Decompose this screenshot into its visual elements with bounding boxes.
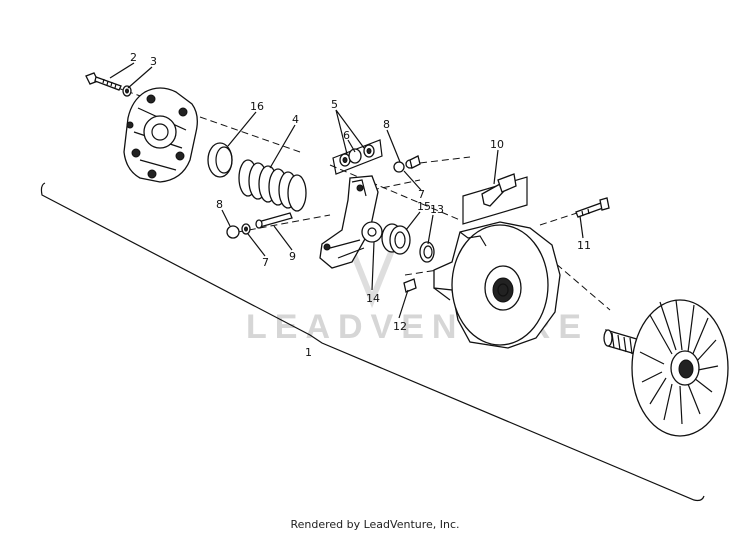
callout-12: 12 bbox=[393, 320, 407, 333]
cap-part-8-right bbox=[393, 155, 421, 173]
callout-5: 5 bbox=[331, 98, 338, 111]
end-cover-plate bbox=[123, 87, 198, 183]
callout-6: 6 bbox=[343, 129, 350, 142]
assembly-bracket bbox=[40, 182, 705, 502]
weight-part-10 bbox=[462, 173, 528, 225]
callout-9: 9 bbox=[289, 250, 296, 263]
footer-credit: Rendered by LeadVenture, Inc. bbox=[290, 518, 460, 531]
leader-lines bbox=[109, 62, 584, 319]
pin-part-9 bbox=[255, 212, 293, 229]
callout-8-left: 8 bbox=[216, 198, 223, 211]
movable-sheave bbox=[433, 221, 561, 349]
callout-16: 16 bbox=[250, 100, 264, 113]
cap-part-8-left bbox=[226, 223, 251, 239]
center-axis-line bbox=[94, 79, 611, 311]
callout-14: 14 bbox=[366, 292, 380, 305]
callout-3: 3 bbox=[150, 55, 157, 68]
callout-4: 4 bbox=[292, 113, 299, 126]
bolt-part-11 bbox=[575, 197, 610, 218]
callout-2: 2 bbox=[130, 51, 137, 64]
callout-13: 13 bbox=[430, 203, 444, 216]
spring-part-4 bbox=[238, 159, 307, 212]
washer-part-3 bbox=[122, 85, 132, 97]
ring-part-13 bbox=[419, 241, 435, 263]
callout-7-right: 7 bbox=[418, 188, 425, 201]
ring-part-16 bbox=[207, 142, 233, 178]
side-axis-line bbox=[404, 211, 581, 276]
bushing-part-15 bbox=[381, 223, 411, 255]
callout-11: 11 bbox=[577, 239, 591, 252]
callout-labels: 2 3 16 4 5 6 8 7 8 7 9 10 15 13 11 14 12… bbox=[130, 51, 591, 359]
screw-part-12 bbox=[403, 278, 417, 293]
callout-15: 15 bbox=[417, 200, 431, 213]
callout-7-left: 7 bbox=[262, 256, 269, 269]
bolt-part-2 bbox=[85, 72, 122, 91]
fixed-sheave-with-shaft bbox=[603, 299, 729, 437]
pin-axis-line bbox=[237, 156, 471, 233]
callout-8-right: 8 bbox=[383, 118, 390, 131]
callout-1: 1 bbox=[305, 346, 312, 359]
spider-arm-part-14 bbox=[319, 175, 383, 269]
roller-part-6 bbox=[332, 139, 383, 175]
callout-10: 10 bbox=[490, 138, 504, 151]
